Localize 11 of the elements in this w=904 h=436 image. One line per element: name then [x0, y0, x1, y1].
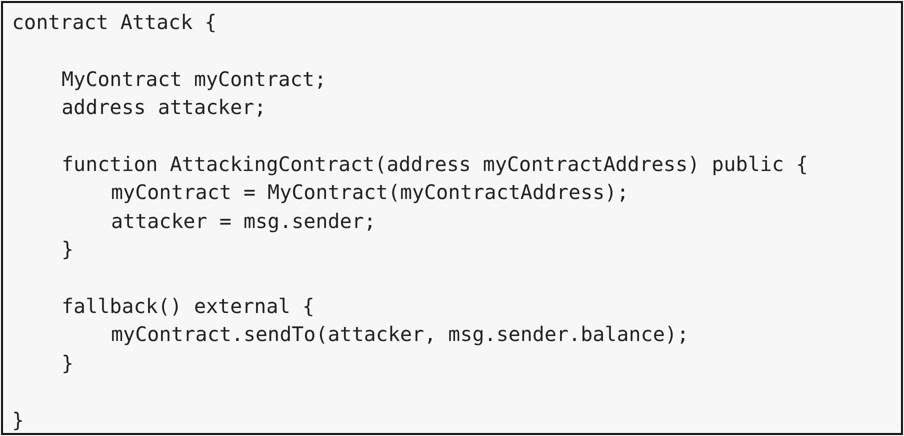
code-line: }	[62, 236, 74, 262]
code-line: myContract.sendTo(attacker, msg.sender.balance);	[111, 321, 689, 348]
code-line: myContract = MyContract(myContractAddress);	[111, 179, 629, 206]
code-line: attacker = msg.sender;	[111, 208, 376, 234]
code-line: contract Attack {	[12, 9, 217, 35]
code-line: address attacker;	[62, 94, 266, 120]
code-line: function AttackingContract(address myContractAddress) public {	[62, 151, 808, 177]
code-line: MyContract myContract;	[62, 66, 326, 92]
code-line: }	[62, 350, 74, 376]
code-line: }	[12, 406, 24, 433]
code-line: fallback() external {	[62, 293, 314, 319]
